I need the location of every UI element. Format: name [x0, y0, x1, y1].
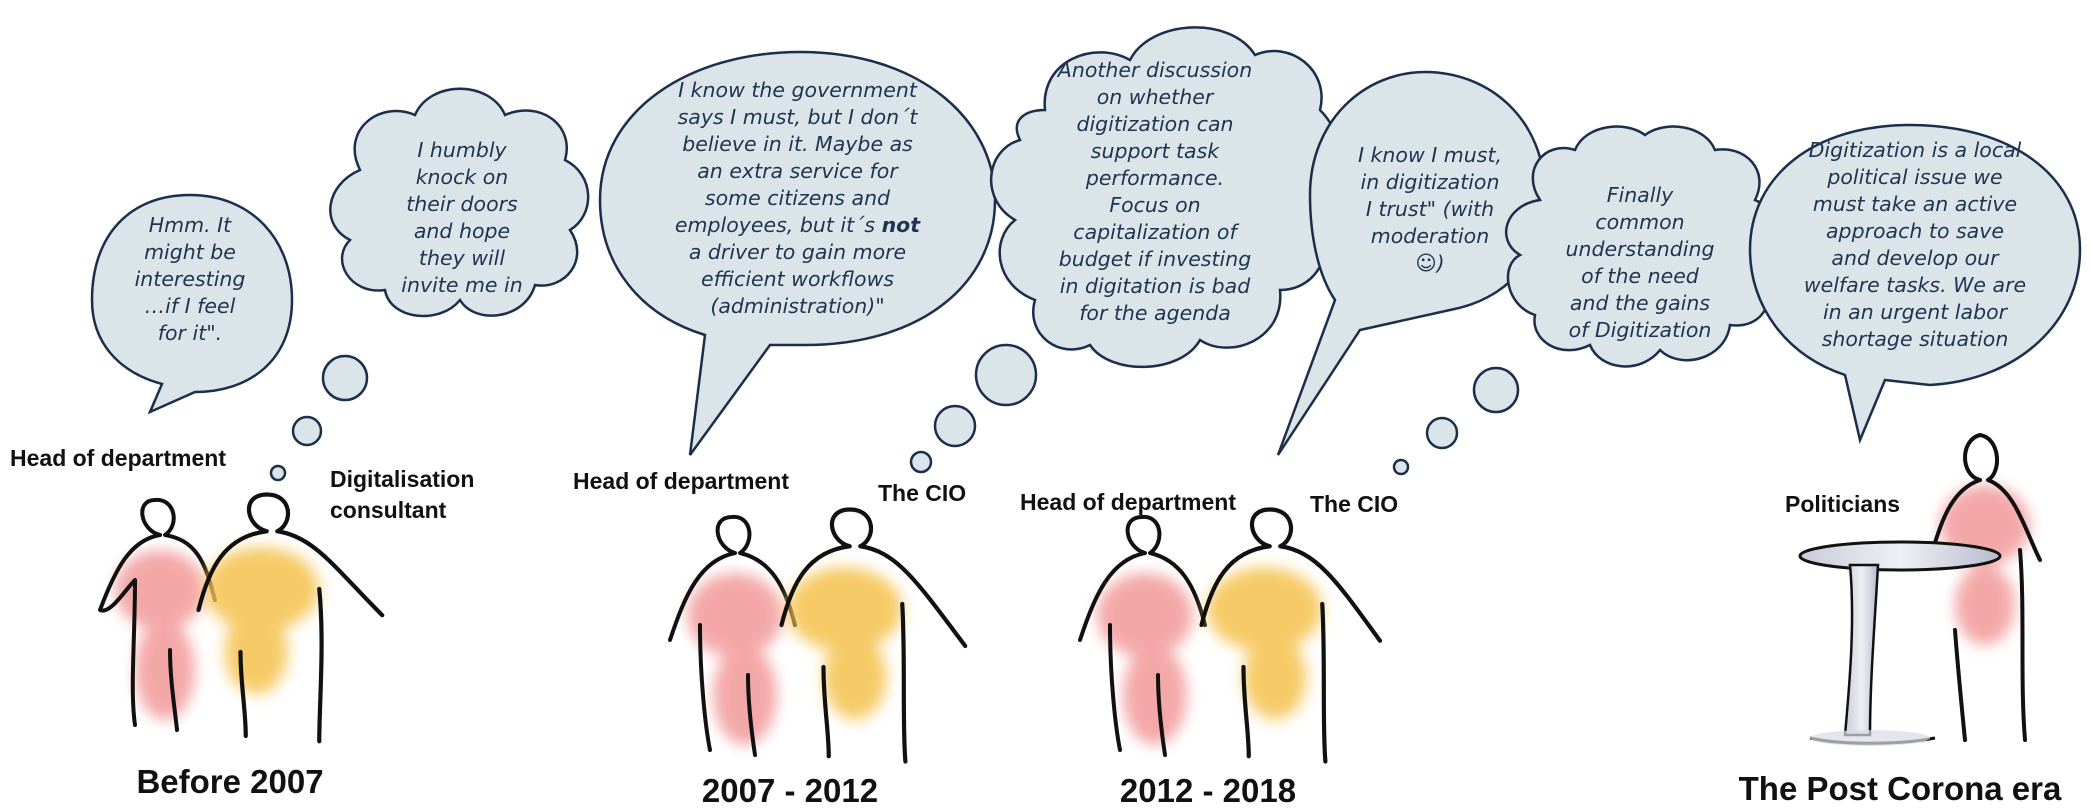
thought-cloud-2: [269, 87, 590, 482]
speech-bubble-7: [1748, 123, 2082, 445]
role-politicians: Politicians: [1785, 491, 1901, 517]
era-before-2007: Before 2007: [136, 763, 324, 800]
thought-cloud-6: [1392, 125, 1784, 476]
role-cio-1: The CIO: [878, 480, 967, 506]
era-post-corona: The Post Corona era: [1738, 770, 2062, 807]
quote-2007-2012-cio: Another discussion on whether digitizati…: [1057, 58, 1253, 325]
era-2007-2012: 2007 - 2012: [701, 772, 879, 809]
quote-2012-2018-cio: Finally common understanding of the need…: [1565, 183, 1715, 342]
role-head-of-department-2: Head of department: [573, 468, 789, 494]
role-head-of-department-1: Head of department: [10, 445, 226, 471]
quote-part: a driver to gain more efficient workflow…: [688, 240, 907, 318]
quote-emphasis: not: [881, 213, 921, 237]
figures-2007-2012: [668, 507, 968, 764]
quote-2007-2012-head: I know the government says I must, but I…: [640, 77, 955, 320]
quote-2012-2018-head: I know I must, in digitization I trust" …: [1357, 143, 1502, 275]
quote-before-2007-head: Hmm. It might be interesting …if I feel …: [134, 213, 246, 345]
quote-post-corona-politicians: Digitization is a local political issue …: [1803, 138, 2027, 351]
thought-cloud-4: [909, 26, 1342, 474]
figures-2012-2018: [1078, 507, 1383, 764]
quote-part: I know the government says I must, but I…: [674, 78, 918, 237]
role-digitalisation-consultant: Digitalisation consultant: [330, 466, 475, 523]
quote-before-2007-consultant: I humbly knock on their doors and hope t…: [401, 138, 523, 297]
role-head-of-department-3: Head of department: [1020, 489, 1236, 515]
figures-before-2007: [98, 492, 385, 744]
era-2012-2018: 2012 - 2018: [1119, 772, 1297, 809]
speech-bubble-1: [90, 193, 294, 415]
politician-at-podium: [1798, 433, 2042, 746]
role-cio-2: The CIO: [1310, 491, 1399, 517]
